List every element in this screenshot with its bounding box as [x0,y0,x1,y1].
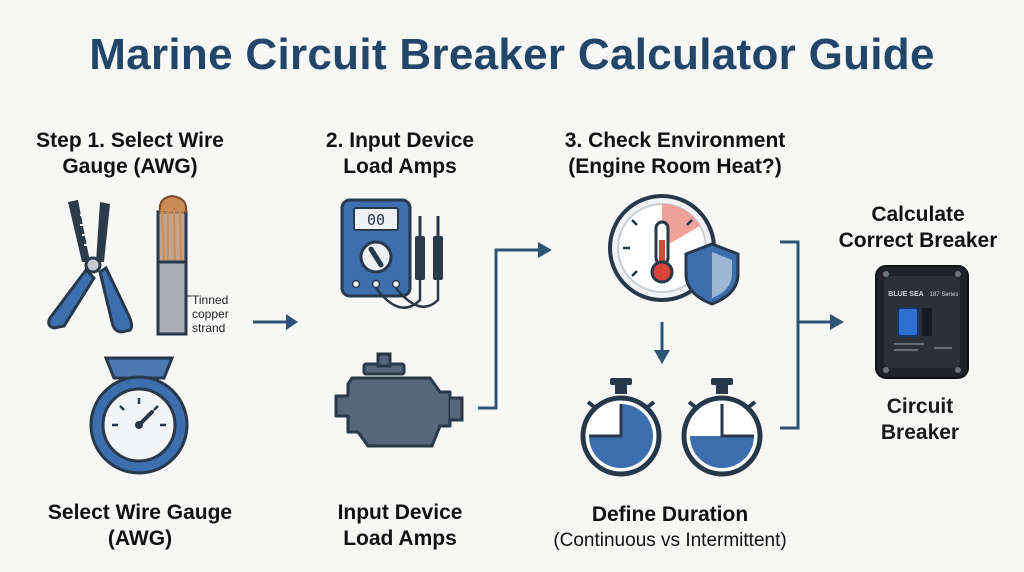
step3-heading: 3. Check Environment (Engine Room Heat?) [540,128,810,180]
circuit-breaker-icon [875,265,969,379]
tinned-copper-note-line1: Tinned [192,293,229,307]
step2-caption-line2: Load Amps [343,527,457,550]
result-heading-line1: Calculate [871,203,965,226]
copper-wire-icon [156,194,192,336]
result-heading-line2: Correct Breaker [838,229,998,252]
step1-caption-line1: Select Wire Gauge [47,501,233,524]
result-caption: Circuit Breaker [850,394,990,446]
tinned-copper-note: Tinned copper strand [192,293,229,335]
breaker-series-text: 187 Series [930,292,959,298]
tinned-copper-note-line3: strand [192,321,226,335]
shield-icon [684,242,740,306]
tinned-copper-note-line2: copper [192,307,229,321]
step3-heading-line1: 3. Check Environment [564,129,786,152]
arrow-down-to-duration [654,322,670,364]
result-caption-line2: Breaker [880,421,960,444]
step1-heading-line1: Step 1. Select Wire [36,129,224,152]
step3-heading-line2: (Engine Room Heat?) [568,155,782,178]
page-title: Marine Circuit Breaker Calculator Guide [89,30,935,79]
result-caption-line1: Circuit [886,395,954,418]
result-heading: Calculate Correct Breaker [828,202,1008,254]
meter-display-text: 00 [367,211,385,229]
gauge-scale-icon [89,356,189,475]
step1-heading: Step 1. Select Wire Gauge (AWG) [20,128,240,180]
wire-stripper-icon [47,200,134,334]
multimeter-icon [340,198,443,309]
breaker-brand-text: BLUE SEA [888,291,923,298]
step3-caption-line1: Define Duration [591,503,749,526]
step3-caption: Define Duration (Continuous vs Intermitt… [525,502,815,554]
step2-caption: Input Device Load Amps [300,500,500,552]
arrow-step2-to-step3 [478,242,552,410]
engine-icon [334,352,464,448]
arrow-step1-to-step2 [253,314,298,330]
step3-caption-line2: (Continuous vs Intermittent) [553,530,787,551]
step1-caption: Select Wire Gauge (AWG) [30,500,250,552]
step1-caption-line2: (AWG) [107,527,173,550]
stopwatch-continuous-icon [580,378,662,477]
step2-caption-line1: Input Device [337,501,463,524]
step2-heading: 2. Input Device Load Amps [300,128,500,180]
step2-heading-line1: 2. Input Device [325,129,475,152]
arrow-step3-to-result [780,240,844,430]
heat-gauge-icon [608,194,716,302]
step2-heading-line2: Load Amps [343,155,457,178]
step1-heading-line2: Gauge (AWG) [62,155,198,178]
stopwatch-intermittent-icon [681,378,763,477]
